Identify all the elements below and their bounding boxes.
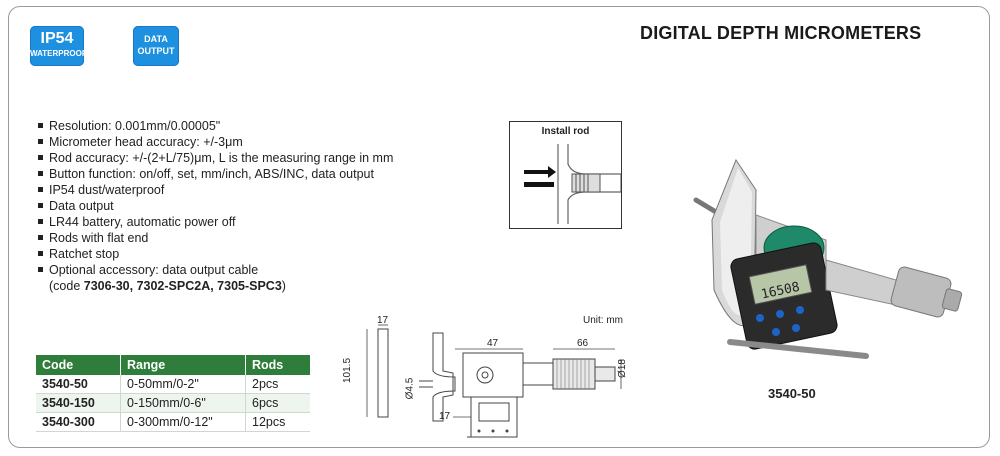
product-photo: 16508 — [676, 100, 976, 385]
bullet-icon — [38, 171, 43, 177]
cell-rods: 2pcs — [245, 375, 310, 394]
cell-code: 3540-50 — [36, 375, 121, 394]
feature-item-continuation: (code 7306-30, 7302-SPC2A, 7305-SPC3) — [49, 279, 286, 293]
ip54-badge-subtitle: WATERPROOF — [30, 49, 87, 58]
install-rod-illustration — [524, 144, 621, 224]
dimension-47: 47 — [487, 338, 499, 349]
feature-item: Button function: on/off, set, mm/inch, A… — [36, 166, 393, 182]
feature-item: Optional accessory: data output cable — [36, 262, 393, 278]
data-output-badge-line1: DATA — [144, 34, 168, 44]
feature-item: IP54 dust/waterproof — [36, 182, 393, 198]
unit-label: Unit: mm — [583, 315, 623, 326]
bullet-icon — [38, 187, 43, 193]
bullet-icon — [38, 203, 43, 209]
feature-item: Rods with flat end — [36, 230, 393, 246]
product-card — [8, 6, 990, 448]
model-label: 3540-50 — [768, 386, 816, 401]
technical-drawing-svg — [366, 324, 622, 438]
bullet-icon — [38, 219, 43, 225]
micrometer-illustration: 16508 — [693, 158, 963, 359]
cell-code: 3540-150 — [36, 393, 121, 413]
cell-range: 0-50mm/0-2" — [120, 375, 246, 394]
feature-item: Micrometer head accuracy: +/-3μm — [36, 134, 393, 150]
feature-list: Resolution: 0.001mm/0.00005" Micrometer … — [36, 118, 393, 294]
table-row: 3540-50 0-50mm/0-2" 2pcs — [36, 375, 310, 394]
column-header-code: Code — [36, 355, 121, 375]
bullet-icon — [38, 251, 43, 257]
feature-item: Ratchet stop — [36, 246, 393, 262]
accessory-codes: 7306-30, 7302-SPC2A, 7305-SPC3 — [83, 279, 282, 293]
cell-range: 0-150mm/0-6" — [120, 393, 246, 413]
bullet-icon — [38, 267, 43, 273]
feature-item: Data output — [36, 198, 393, 214]
dimension-18: Ø18 — [616, 359, 628, 378]
dimension-101-5: 101.5 — [342, 357, 354, 384]
data-output-badge: DATA OUTPUT — [133, 26, 179, 66]
dimension-17-top: 17 — [377, 315, 389, 326]
dimension-66: 66 — [577, 338, 589, 349]
column-header-rods: Rods — [245, 355, 310, 375]
install-rod-label: Install rod — [541, 126, 590, 137]
bullet-icon — [38, 235, 43, 241]
page-title: DIGITAL DEPTH MICROMETERS — [640, 23, 922, 43]
table-row: 3540-300 0-300mm/0-12" 12pcs — [36, 412, 310, 432]
bullet-icon — [38, 139, 43, 145]
ip54-badge-title: IP54 — [40, 30, 74, 47]
feature-item: LR44 battery, automatic power off — [36, 214, 393, 230]
cell-range: 0-300mm/0-12" — [120, 412, 246, 432]
data-output-badge-line2: OUTPUT — [137, 46, 175, 56]
dimension-drawing: 17 101.5 Ø4.5 17 47 66 Ø18 — [342, 313, 635, 448]
column-header-range: Range — [120, 355, 246, 375]
cell-code: 3540-300 — [36, 412, 121, 432]
install-rod-diagram: Install rod — [509, 121, 622, 229]
dimension-17-bottom: 17 — [439, 411, 451, 422]
table-row: 3540-150 0-150mm/0-6" 6pcs — [36, 393, 310, 413]
dimension-4-5: Ø4.5 — [404, 377, 416, 400]
feature-item: Resolution: 0.001mm/0.00005" — [36, 118, 393, 134]
cell-rods: 12pcs — [245, 412, 310, 432]
spec-table: Code Range Rods 3540-50 0-50mm/0-2" 2pcs… — [36, 355, 310, 432]
bullet-icon — [38, 155, 43, 161]
cell-rods: 6pcs — [245, 393, 310, 413]
bullet-icon — [38, 123, 43, 129]
ip54-badge: IP54 WATERPROOF — [30, 26, 87, 66]
feature-item: Rod accuracy: +/-(2+L/75)μm, L is the me… — [36, 150, 393, 166]
